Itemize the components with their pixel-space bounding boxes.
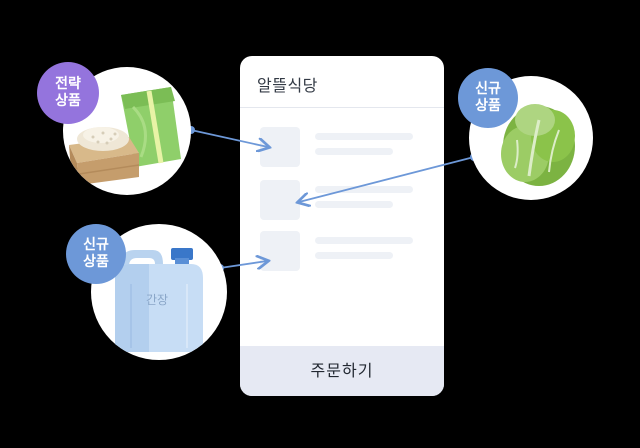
- soy-jug-label: 간장: [146, 293, 168, 307]
- list-item[interactable]: [260, 231, 430, 271]
- badge-new-product: 신규 상품: [66, 224, 126, 284]
- phone-header: 알뜰식당: [240, 56, 444, 108]
- list-item-title-placeholder: [315, 133, 413, 140]
- badge-strategic-product: 전략 상품: [37, 62, 99, 124]
- badge-line-1: 전략: [55, 76, 81, 92]
- badge-line-2: 상품: [83, 254, 109, 270]
- product-lettuce-image: [469, 76, 593, 200]
- badge-line-2: 상품: [475, 98, 501, 114]
- badge-line-2: 상품: [55, 93, 81, 109]
- badge-new-product: 신규 상품: [458, 68, 518, 128]
- list-item-thumbnail: [260, 127, 300, 167]
- list-item-title-placeholder: [315, 237, 413, 244]
- product-rice-image: [63, 67, 191, 195]
- badge-line-1: 신규: [83, 237, 109, 253]
- lettuce-illustration-icon: [501, 104, 575, 186]
- badge-line-1: 신규: [475, 81, 501, 97]
- phone-mockup: 알뜰식당 주문하기: [240, 56, 444, 396]
- list-item-thumbnail: [260, 231, 300, 271]
- list-item-title-placeholder: [315, 186, 413, 193]
- list-item-subtitle-placeholder: [315, 201, 393, 208]
- list-item-thumbnail: [260, 180, 300, 220]
- rice-bag-illustration-icon: [69, 87, 181, 185]
- phone-title: 알뜰식당: [257, 76, 318, 95]
- list-item[interactable]: [260, 127, 430, 167]
- order-button[interactable]: 주문하기: [240, 346, 444, 396]
- list-item-subtitle-placeholder: [315, 252, 393, 259]
- list-item-subtitle-placeholder: [315, 148, 393, 155]
- list-item[interactable]: [260, 180, 430, 220]
- soy-sauce-jug-illustration-icon: 간장: [115, 248, 203, 352]
